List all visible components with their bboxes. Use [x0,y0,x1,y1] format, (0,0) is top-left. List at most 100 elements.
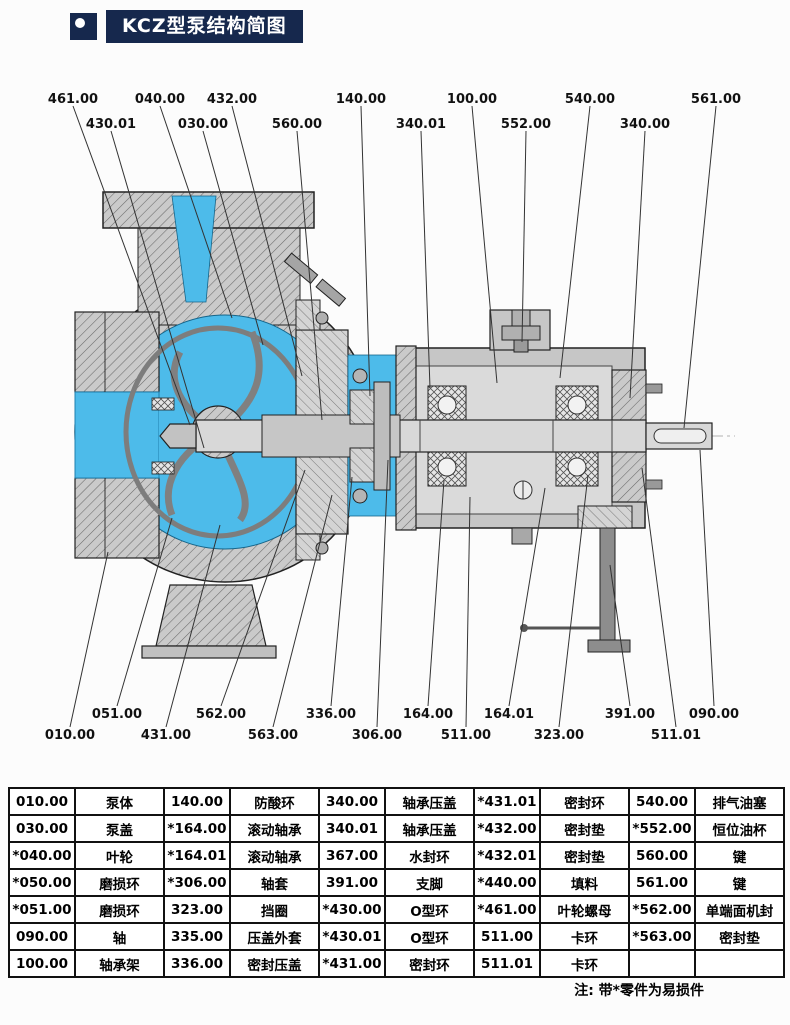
part-label: 511.01 [650,728,702,743]
part-number-cell: *430.00 [318,895,386,924]
part-name-cell: 滚动轴承 [229,841,320,870]
part-number-cell: *164.00 [163,814,231,843]
leader-line [165,524,221,728]
leader-line [699,449,715,707]
part-number-cell: *552.00 [628,814,696,843]
part-label: 430.01 [85,117,137,132]
part-number-cell: 340.00 [318,787,386,816]
part-label: 164.00 [402,707,454,722]
leader-lines [69,105,717,728]
part-label: 040.00 [134,92,186,107]
part-number-cell: 030.00 [8,814,76,843]
leader-line [465,496,471,728]
leader-line [376,459,389,728]
part-label: 461.00 [47,92,99,107]
leader-line [559,105,591,379]
leader-line [427,479,445,707]
keyway [653,428,707,444]
part-name-cell: 轴承架 [74,949,165,978]
part-number-cell: 335.00 [163,922,231,951]
part-label: 010.00 [44,728,96,743]
leader-line [220,469,306,707]
part-number-cell: *461.00 [473,895,541,924]
wear-ring-upper [151,397,175,411]
part-name-cell: 键 [694,868,785,897]
part-label: 563.00 [247,728,299,743]
part-label: 306.00 [351,728,403,743]
part-label: 140.00 [335,92,387,107]
pump-cross-section-drawing [69,105,735,728]
part-number-cell: 511.01 [473,949,541,978]
part-name-cell: 压盖外套 [229,922,320,951]
part-label: 432.00 [206,92,258,107]
leader-line [296,130,323,421]
part-number-cell: *431.01 [473,787,541,816]
part-label: 340.01 [395,117,447,132]
part-label: 100.00 [446,92,498,107]
part-number-cell: 090.00 [8,922,76,951]
part-number-cell: *164.01 [163,841,231,870]
part-number-cell: *562.00 [628,895,696,924]
part-name-cell: 密封垫 [539,814,630,843]
seal-gland [349,368,391,504]
part-number-cell: 391.00 [318,868,386,897]
part-name-cell: 支脚 [384,868,475,897]
part-name-cell: 密封压盖 [229,949,320,978]
part-name-cell: 防酸环 [229,787,320,816]
leader-line [629,130,646,399]
shaft [159,414,713,458]
part-name-cell: 密封垫 [539,841,630,870]
leader-line [202,130,264,346]
part-name-cell: 排气油塞 [694,787,785,816]
part-number-cell: *306.00 [163,868,231,897]
part-name-cell: 卡环 [539,922,630,951]
part-number-cell: *440.00 [473,868,541,897]
part-label: 552.00 [500,117,552,132]
leader-line [471,105,498,384]
part-name-cell: 挡圈 [229,895,320,924]
part-number-cell: 511.00 [473,922,541,951]
part-label: 340.00 [619,117,671,132]
leader-line [683,105,717,429]
part-number-cell: 140.00 [163,787,231,816]
part-number-cell: *051.00 [8,895,76,924]
part-number-cell: *563.00 [628,922,696,951]
rolling-bearings [427,385,599,487]
part-name-cell: 轴承压盖 [384,787,475,816]
part-label: 560.00 [271,117,323,132]
part-name-cell: O型环 [384,922,475,951]
part-name-cell: 磨损环 [74,868,165,897]
impeller-nut [159,423,197,449]
leader-line [558,474,589,728]
header: KCZ型泵结构简图 [70,10,303,43]
part-label: 562.00 [195,707,247,722]
part-name-cell: 滚动轴承 [229,814,320,843]
part-number-cell: 100.00 [8,949,76,978]
leader-line [508,487,546,707]
leader-line [330,476,353,707]
leader-line [159,105,233,319]
part-number-cell: 340.01 [318,814,386,843]
part-number-cell: *432.01 [473,841,541,870]
part-name-cell: 卡环 [539,949,630,978]
part-label: 431.00 [140,728,192,743]
part-name-cell: 轴套 [229,868,320,897]
part-number-cell: *050.00 [8,868,76,897]
part-name-cell: 叶轮螺母 [539,895,630,924]
leader-line [116,517,173,707]
page-title: KCZ型泵结构简图 [106,10,303,43]
part-name-cell: 水封环 [384,841,475,870]
casing-support-foot [141,584,277,659]
leader-line [360,105,371,397]
part-name-cell: 填料 [539,868,630,897]
part-name-cell: 轴承压盖 [384,814,475,843]
part-number-cell: 540.00 [628,787,696,816]
part-name-cell: 恒位油杯 [694,814,785,843]
